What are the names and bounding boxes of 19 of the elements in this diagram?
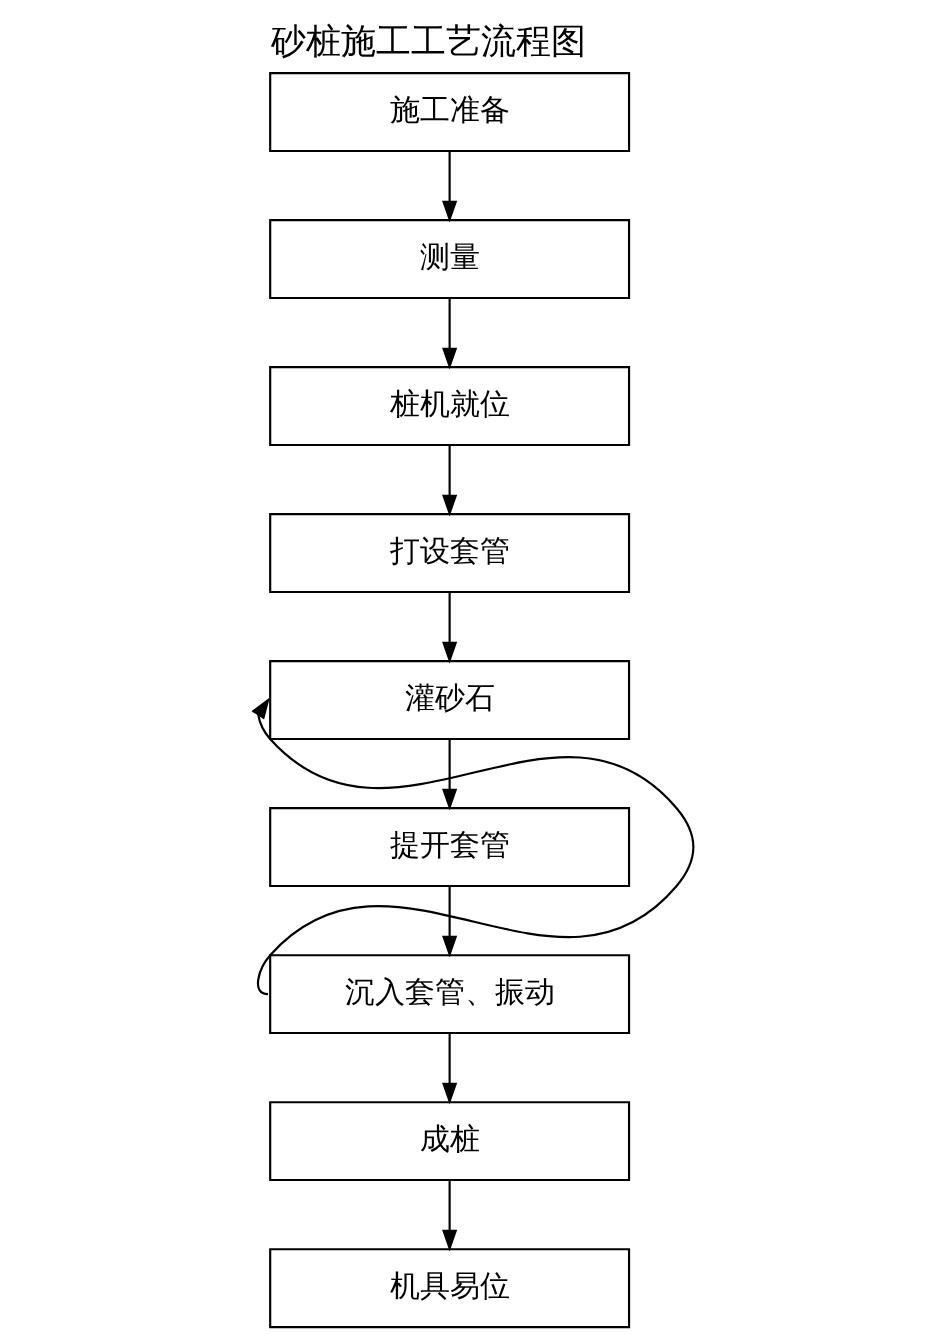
- node-box: 打设套管: [268, 513, 630, 594]
- arrow: [441, 1033, 457, 1105]
- node-box: 成桩: [268, 1101, 630, 1182]
- node-box: 桩机就位: [268, 366, 630, 447]
- node-box: 提开套管: [268, 807, 630, 888]
- node-box: 灌砂石: [268, 660, 630, 741]
- arrow: [441, 298, 457, 370]
- node-box: 施工准备: [268, 72, 630, 153]
- arrow: [441, 151, 457, 223]
- diagram-title: 砂桩施工工艺流程图: [270, 21, 586, 62]
- arrow: [441, 1180, 457, 1252]
- node-box: 沉入套管、振动: [268, 954, 630, 1035]
- arrow: [441, 739, 457, 811]
- arrow: [441, 592, 457, 664]
- arrow: [251, 697, 694, 996]
- node-box: 测量: [268, 219, 630, 300]
- arrow: [441, 886, 457, 958]
- node-box: 机具易位: [268, 1248, 630, 1329]
- arrow: [441, 445, 457, 517]
